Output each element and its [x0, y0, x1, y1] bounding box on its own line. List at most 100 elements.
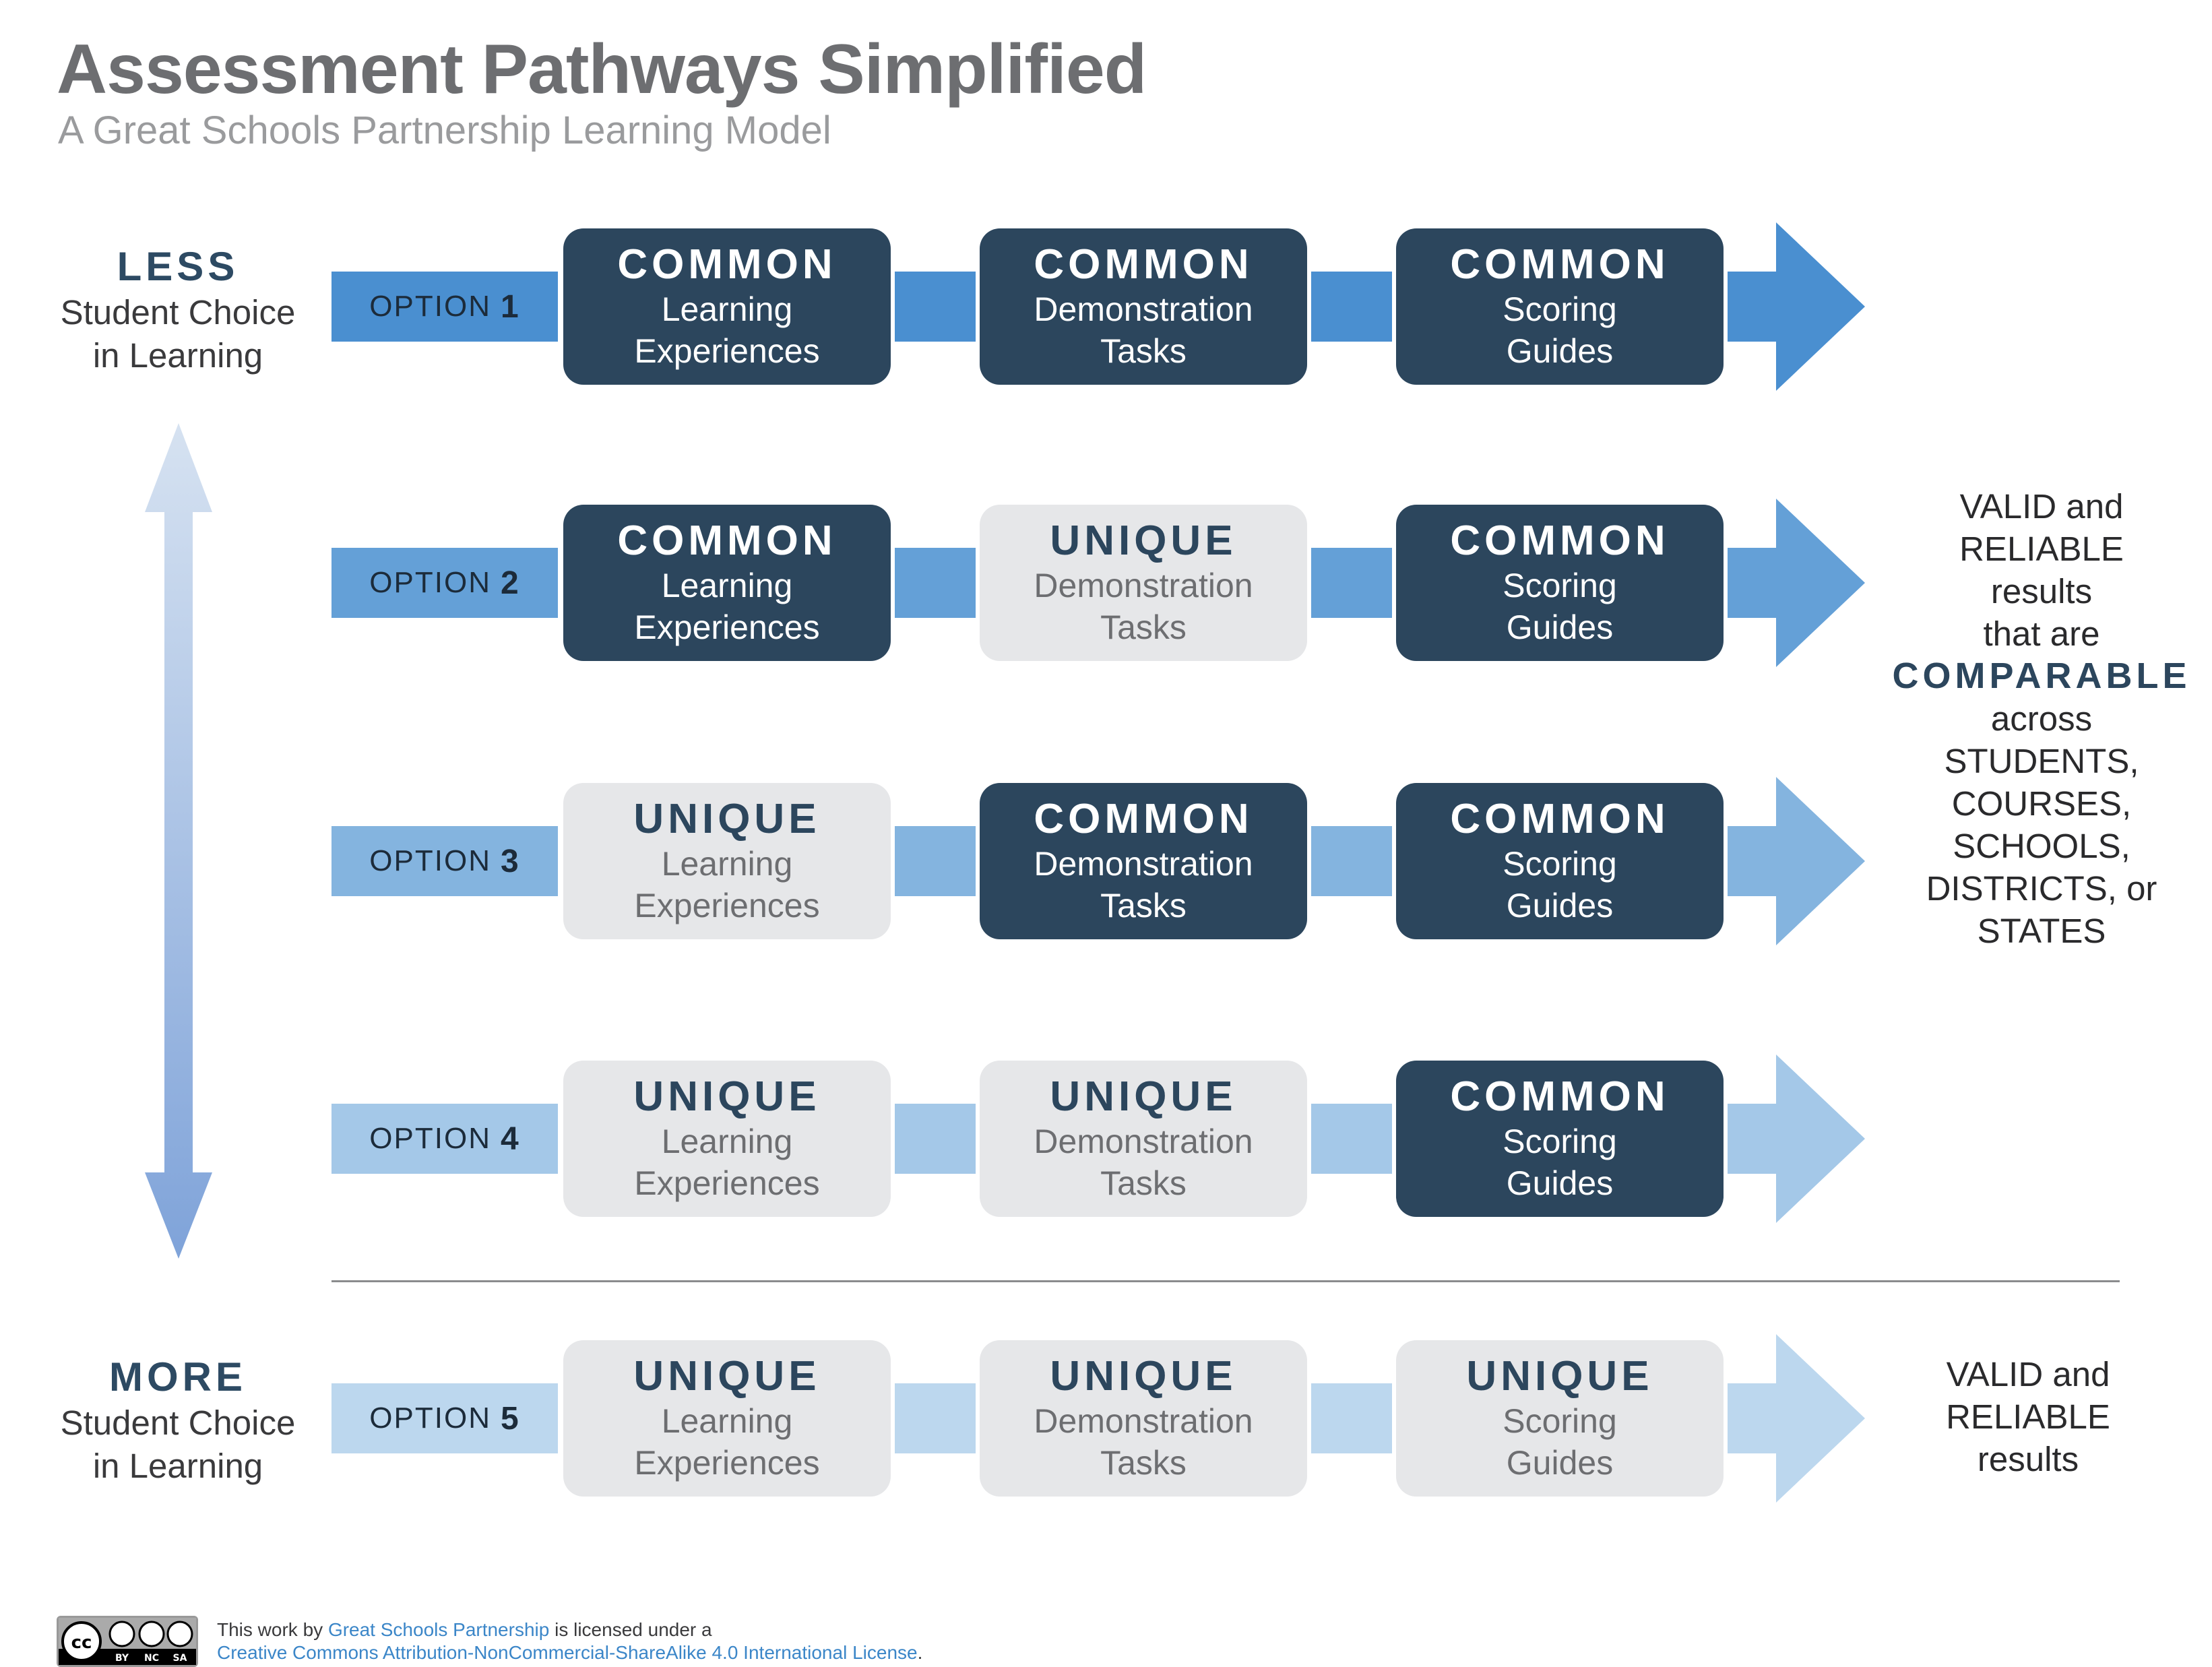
box-line1: Learning — [661, 845, 793, 883]
result-line: across — [1990, 699, 2093, 738]
svg-text:SA: SA — [173, 1653, 187, 1664]
box-line2: Experiences — [634, 1164, 820, 1202]
box-line2: Guides — [1506, 332, 1614, 370]
option-prefix: OPTION — [369, 566, 491, 599]
box-line1: Learning — [661, 1123, 793, 1160]
box-line2: Tasks — [1100, 1164, 1187, 1202]
option-label: OPTION 4 — [331, 1104, 558, 1174]
box-line2: Experiences — [634, 1444, 820, 1482]
box-line1: Learning — [661, 290, 793, 328]
less-line2: in Learning — [92, 336, 263, 375]
svg-text:NC: NC — [144, 1653, 159, 1664]
result-line: DISTRICTS, or — [1926, 869, 2157, 908]
comparable-emphasis: COMPARABLE — [1892, 656, 2191, 696]
box-line2: Tasks — [1100, 887, 1187, 924]
more-heading: MORE — [109, 1354, 247, 1399]
box-heading: UNIQUE — [633, 1353, 821, 1399]
box-line1: Demonstration — [1034, 290, 1253, 328]
option-prefix: OPTION — [369, 1402, 491, 1435]
option-prefix: OPTION — [369, 844, 491, 877]
box-line2: Guides — [1506, 1164, 1614, 1202]
option-number: 1 — [500, 288, 520, 325]
box-line2: Tasks — [1100, 332, 1187, 370]
box-heading: COMMON — [617, 517, 837, 564]
connector-bar — [1311, 548, 1392, 618]
box-line1: Demonstration — [1034, 1402, 1253, 1440]
option-label: OPTION 2 — [331, 548, 558, 618]
box-line1: Learning — [661, 567, 793, 604]
connector-bar — [895, 272, 976, 342]
choice-scale-arrow-icon — [145, 423, 212, 1259]
option-label: OPTION 1 — [331, 272, 558, 342]
arrow-right-icon — [1730, 777, 1865, 945]
connector-bar — [1311, 1104, 1392, 1174]
box-heading: UNIQUE — [1050, 1073, 1237, 1120]
box-line2: Guides — [1506, 608, 1614, 646]
page-title: Assessment Pathways Simplified — [57, 30, 1147, 108]
result-line: STATES — [1977, 912, 2106, 950]
option-number: 2 — [500, 565, 520, 601]
box-heading: UNIQUE — [633, 796, 821, 842]
result-line: VALID and — [1959, 487, 2124, 526]
box-heading: COMMON — [1450, 796, 1670, 842]
valid-results-text: VALID and RELIABLE results — [1860, 1353, 2197, 1480]
box-heading: COMMON — [617, 241, 837, 288]
option-prefix: OPTION — [369, 290, 491, 323]
box-line1: Scoring — [1503, 1402, 1617, 1440]
option-prefix: OPTION — [369, 1122, 491, 1155]
arrow-right-icon — [1730, 499, 1865, 667]
result-line: that are — [1983, 615, 2100, 653]
arrow-right-icon — [1730, 1334, 1865, 1503]
svg-text:cc: cc — [71, 1633, 92, 1653]
result-line: results — [1990, 572, 2093, 610]
option-label: OPTION 3 — [331, 826, 558, 896]
box-line2: Tasks — [1100, 1444, 1187, 1482]
option-number: 5 — [500, 1400, 520, 1437]
license-link[interactable]: Creative Commons Attribution-NonCommerci… — [217, 1642, 918, 1663]
arrow-right-icon — [1730, 1055, 1865, 1223]
result-line: VALID and — [1946, 1355, 2110, 1393]
less-heading: LESS — [117, 244, 239, 289]
page-subtitle: A Great Schools Partnership Learning Mod… — [58, 108, 831, 152]
box-line1: Learning — [661, 1402, 793, 1440]
option-label: OPTION 5 — [331, 1383, 558, 1453]
less-choice-label: LESS Student Choice in Learning — [43, 243, 313, 377]
box-line1: Scoring — [1503, 1123, 1617, 1160]
more-line2: in Learning — [92, 1447, 263, 1485]
box-line2: Tasks — [1100, 608, 1187, 646]
more-line1: Student Choice — [60, 1404, 296, 1442]
box-heading: COMMON — [1034, 241, 1253, 288]
result-line: RELIABLE — [1946, 1397, 2110, 1436]
connector-bar — [1311, 826, 1392, 896]
license-text: This work by Great Schools Partnership i… — [217, 1618, 922, 1664]
result-line: results — [1977, 1440, 2079, 1478]
option-number: 3 — [500, 843, 520, 879]
comparable-results-text: VALID and RELIABLE results that are COMP… — [1873, 485, 2210, 952]
svg-text:BY: BY — [115, 1653, 129, 1664]
cc-by-nc-sa-icon: cc BY NC SA — [57, 1616, 198, 1667]
connector-bar — [895, 826, 976, 896]
box-heading: COMMON — [1034, 796, 1253, 842]
box-heading: UNIQUE — [1466, 1353, 1653, 1399]
box-heading: COMMON — [1450, 517, 1670, 564]
license-suffix: . — [917, 1642, 923, 1663]
author-link[interactable]: Great Schools Partnership — [327, 1619, 550, 1640]
option-number: 4 — [500, 1121, 520, 1157]
box-heading: UNIQUE — [1050, 517, 1237, 564]
connector-bar — [1311, 272, 1392, 342]
box-line2: Guides — [1506, 1444, 1614, 1482]
box-line1: Scoring — [1503, 290, 1617, 328]
box-heading: UNIQUE — [633, 1073, 821, 1120]
